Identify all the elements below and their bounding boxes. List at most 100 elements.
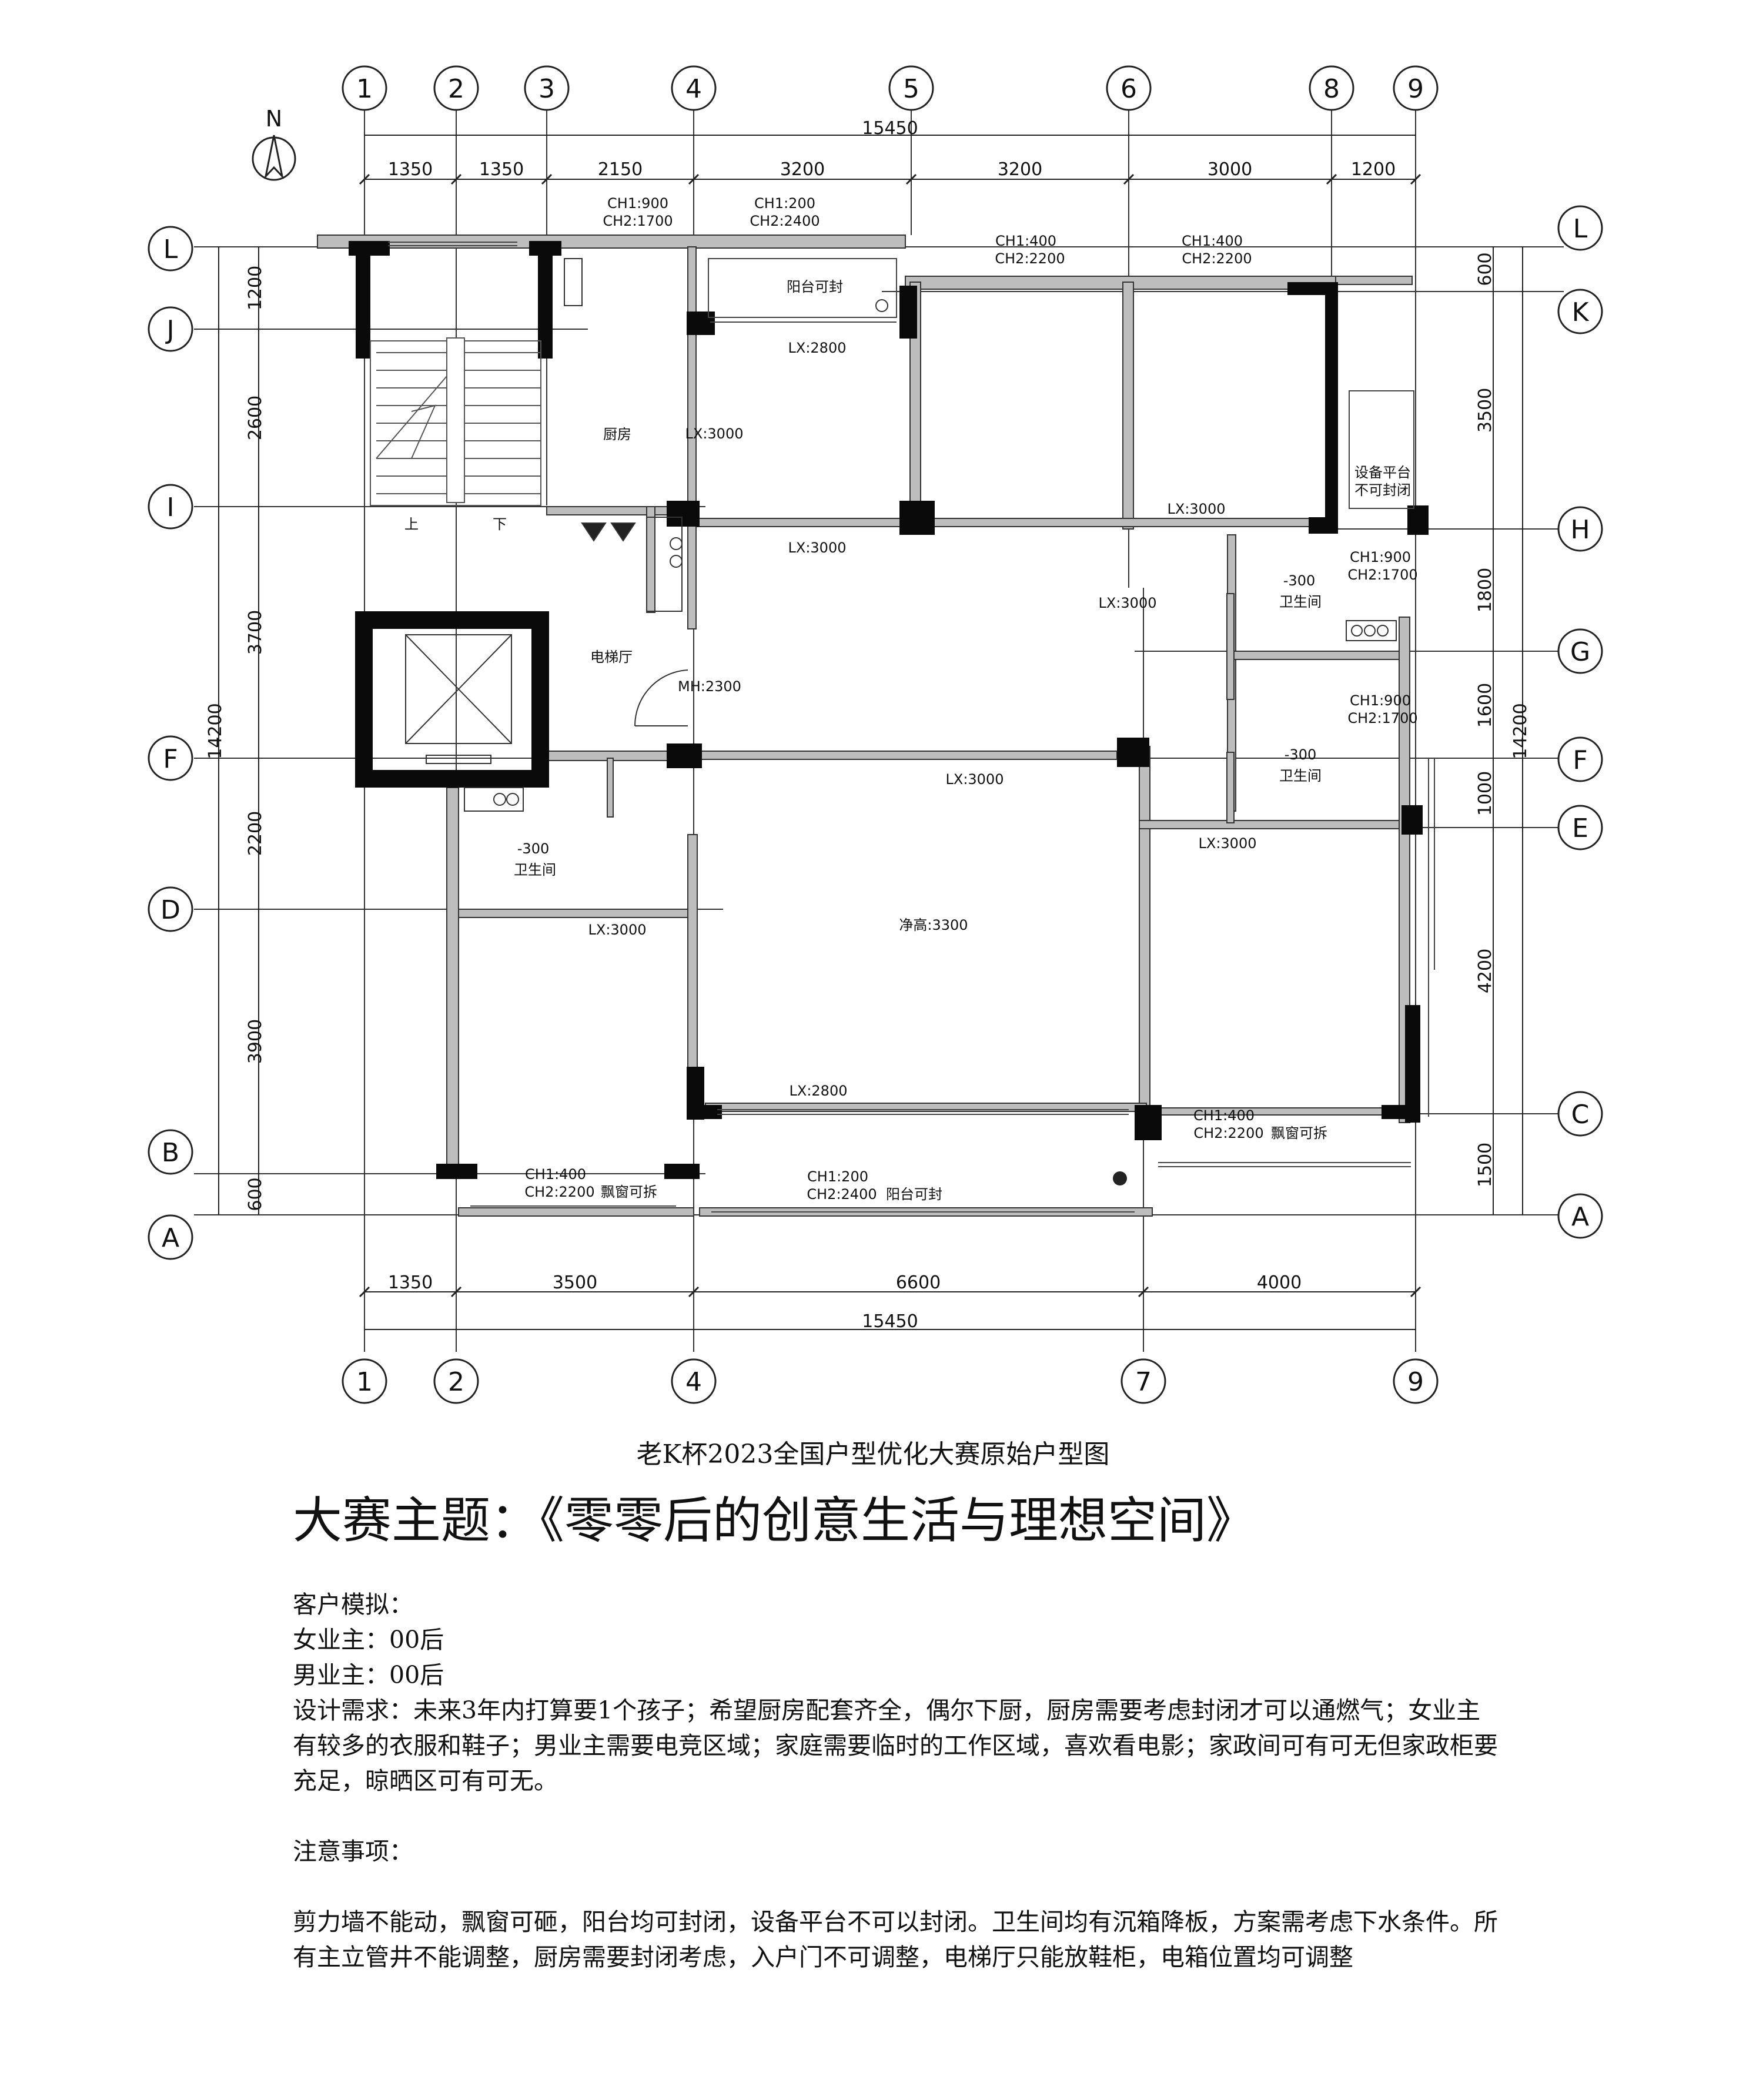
note-ch1-200-top: CH1:200 — [754, 195, 815, 212]
entry-door-icon — [634, 669, 688, 726]
bath2-label: 卫生间 — [1279, 768, 1322, 784]
note-lx3000-right: LX:3000 — [1168, 501, 1226, 517]
grid-lines — [194, 106, 1564, 1352]
axis-bubbles-top — [342, 65, 1439, 111]
stairs-up-label: 上 — [404, 516, 419, 532]
dim-left-3: 3700 — [245, 610, 266, 655]
north-arrow-icon: N — [252, 106, 296, 181]
dim-right-1: 600 — [1475, 252, 1496, 286]
axis-right-E: E — [1572, 813, 1588, 843]
dim-left-5: 3900 — [245, 1019, 266, 1064]
dim-right-5: 1000 — [1475, 771, 1496, 816]
note-lx3000-d: LX:3000 — [588, 922, 647, 938]
axis-top-6: 6 — [1120, 74, 1137, 104]
axis-top-5: 5 — [903, 74, 919, 104]
elevator-icon — [405, 634, 512, 764]
dim-left-2: 2600 — [245, 396, 266, 440]
dim-top-5: 3200 — [998, 159, 1042, 180]
note-ch2-2200-c: CH2:2200 — [1193, 1125, 1263, 1141]
balcony-top-label: 阳台可封 — [787, 279, 843, 295]
dim-top-7: 1200 — [1351, 159, 1396, 180]
note-ch2-2400-top: CH2:2400 — [750, 213, 820, 229]
note-lx3000-living: LX:3000 — [1099, 595, 1157, 611]
note-lx2800-top: LX:2800 — [788, 340, 847, 356]
axis-bubbles-left — [148, 226, 193, 1260]
fixtures — [464, 258, 1397, 812]
notes-text: 剪力墙不能动，飘窗可砸，阳台均可封闭，设备平台不可以封闭。卫生间均有沉箱降板，方… — [293, 1908, 1498, 1971]
notes-title: 注意事项： — [293, 1837, 413, 1865]
dim-right-6: 4200 — [1475, 949, 1496, 993]
axis-top-2: 2 — [448, 74, 464, 104]
axis-top-1: 1 — [356, 74, 373, 104]
dim-left-4: 2200 — [245, 811, 266, 856]
note-ch2-2200-d: CH2:2200 — [524, 1184, 594, 1200]
stairs-down-label: 下 — [493, 516, 507, 532]
note-ch2-1700-r2: CH2:1700 — [1347, 710, 1417, 726]
note-ch1-400-b: CH1:400 — [1182, 233, 1243, 249]
note-lx3000-mid: LX:3000 — [788, 540, 847, 556]
dim-right-4: 1600 — [1475, 683, 1496, 728]
floor-plan: 1 2 3 4 5 6 8 9 1 2 4 7 9 L J I F D B A — [148, 65, 1603, 1404]
axis-bubbles-right — [1557, 205, 1603, 1239]
balcony-bottom-label: 阳台可封 — [886, 1186, 942, 1203]
dim-right-2: 3500 — [1475, 388, 1496, 433]
axis-right-L: L — [1573, 214, 1588, 244]
dim-bottom-1: 1350 — [388, 1272, 433, 1293]
axis-bubbles-bottom — [342, 1358, 1439, 1404]
note-ch2-1700-r1: CH2:1700 — [1347, 567, 1417, 583]
note-ch1-400-a: CH1:400 — [995, 233, 1056, 249]
dimension-ticks — [359, 173, 1421, 1298]
bath1-label: 卫生间 — [1279, 594, 1322, 610]
note-ch2-2400-bottom: CH2:2400 — [807, 1186, 877, 1203]
bath3-label: 卫生间 — [514, 862, 556, 878]
note-net-height: 净高:3300 — [899, 917, 968, 933]
axis-top-3: 3 — [538, 74, 555, 104]
axis-bottom-9: 9 — [1407, 1367, 1424, 1397]
note-ch1-400-c: CH1:400 — [1193, 1107, 1255, 1124]
north-label: N — [266, 106, 282, 132]
plan-caption: 老K杯2023全国户型优化大赛原始户型图 — [636, 1439, 1110, 1469]
axis-bottom-1: 1 — [356, 1367, 373, 1397]
dim-right-7: 1500 — [1475, 1143, 1496, 1187]
dim-bottom-total: 15450 — [862, 1311, 918, 1332]
axis-right-K: K — [1572, 297, 1590, 327]
note-ch1-200-bottom: CH1:200 — [807, 1168, 868, 1185]
lift-hall-label: 电梯厅 — [590, 649, 633, 665]
dim-top-6: 3000 — [1208, 159, 1252, 180]
male-owner: 男业主：00后 — [293, 1661, 444, 1689]
design-requirements: 设计需求：未来3年内打算要1个孩子；希望厨房配套齐全，偶尔下厨，厨房需要考虑封闭… — [293, 1696, 1498, 1795]
note-ch1-900-top: CH1:900 — [607, 195, 668, 212]
dim-bottom-2: 3500 — [553, 1272, 597, 1293]
bath1-level: -300 — [1283, 572, 1315, 589]
note-ch1-900-r1: CH1:900 — [1350, 549, 1411, 565]
note-mh2300: MH:2300 — [678, 678, 741, 695]
note-lx3000-e: LX:3000 — [1199, 835, 1257, 852]
bath3-level: -300 — [517, 840, 549, 857]
client-title: 客户模拟： — [293, 1590, 413, 1619]
note-lx3000-kitchen: LX:3000 — [685, 426, 744, 442]
drain-icon — [1113, 1171, 1127, 1185]
dim-top-3: 2150 — [598, 159, 643, 180]
dim-right-3: 1800 — [1475, 568, 1496, 612]
dim-bottom-3: 6600 — [896, 1272, 941, 1293]
axis-left-F: F — [163, 744, 178, 774]
axis-left-I: I — [167, 493, 175, 523]
axis-top-4: 4 — [685, 74, 702, 104]
contest-theme: 大赛主题：《零零后的创意生活与理想空间》 — [293, 1492, 1256, 1549]
axis-top-8: 8 — [1323, 74, 1340, 104]
bath2-level: -300 — [1285, 746, 1316, 763]
equip-note: 不可封闭 — [1354, 482, 1411, 498]
dim-top-total: 15450 — [862, 118, 918, 139]
axis-left-D: D — [160, 895, 180, 925]
axis-right-C: C — [1571, 1100, 1590, 1130]
axis-right-F: F — [1573, 745, 1587, 775]
dim-left-1: 1200 — [245, 266, 266, 310]
bay-window-label-right: 飘窗可拆 — [1271, 1125, 1327, 1141]
axis-top-9: 9 — [1407, 74, 1424, 104]
design-brief: 客户模拟： 女业主：00后 男业主：00后 设计需求：未来3年内打算要1个孩子；… — [293, 1587, 1498, 1975]
note-ch2-2200-a: CH2:2200 — [995, 250, 1065, 267]
note-ch2-1700-top: CH2:1700 — [603, 213, 673, 229]
stair-icon — [370, 337, 541, 506]
note-ch2-2200-b: CH2:2200 — [1182, 250, 1252, 267]
axis-bottom-7: 7 — [1135, 1367, 1152, 1397]
